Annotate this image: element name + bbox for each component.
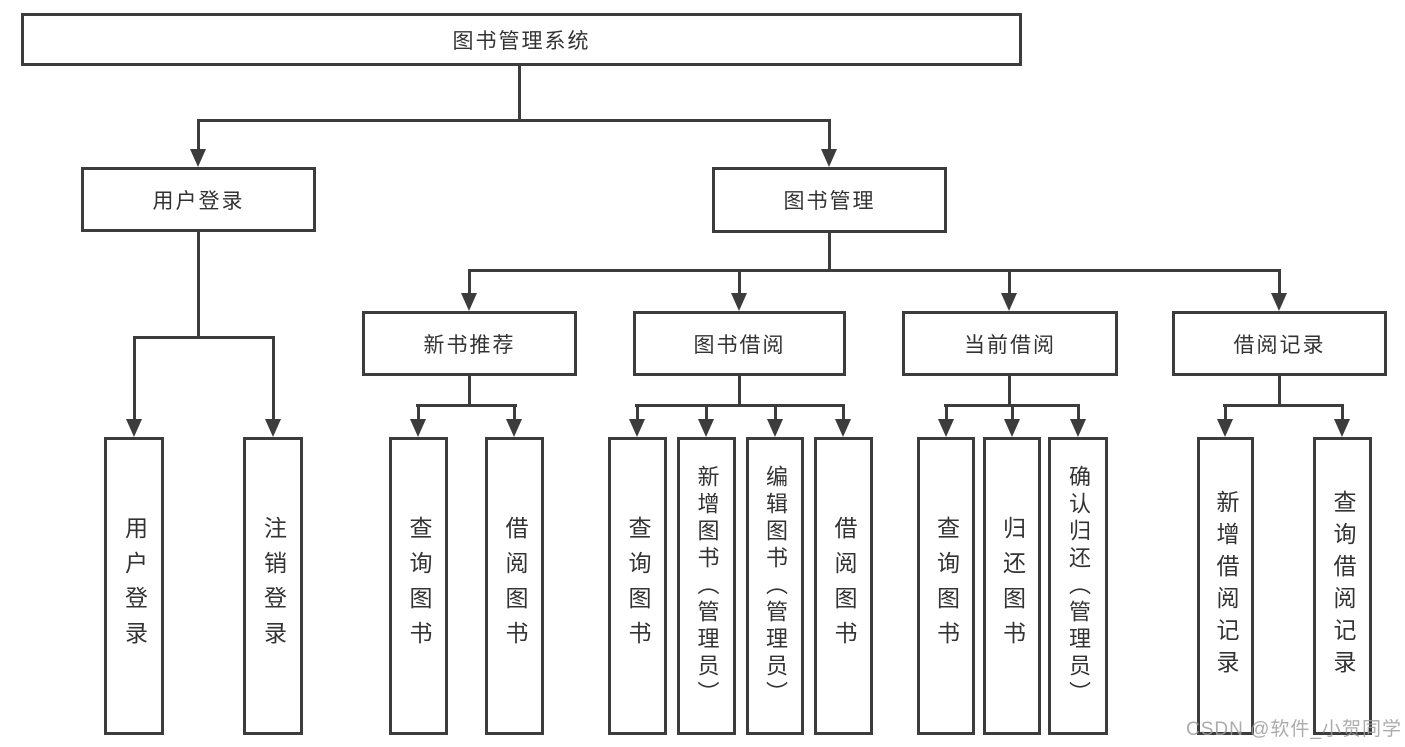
connector-stub xyxy=(468,269,471,295)
connector-stub xyxy=(636,404,639,422)
leaf-add-borrow-record-label: 新增借阅记录 xyxy=(1213,490,1239,682)
leaf-query-borrow-record-label: 查询借阅记录 xyxy=(1330,490,1356,682)
leaf-user-login: 用户登录 xyxy=(104,437,164,735)
leaf-query-books-borrow: 查询图书 xyxy=(608,437,667,735)
connector-stub xyxy=(1224,404,1227,422)
arrow-down-icon xyxy=(629,419,645,437)
connector-stub xyxy=(1008,269,1011,295)
leaf-query-books-current: 查询图书 xyxy=(917,437,975,735)
node-book-borrow-label: 图书借阅 xyxy=(693,333,786,357)
connector-stub xyxy=(1008,376,1011,406)
node-book-management: 图书管理 xyxy=(712,167,947,233)
arrow-down-icon xyxy=(1217,419,1233,437)
leaf-query-books-recommend: 查询图书 xyxy=(389,437,448,735)
connector-distributor-level2 xyxy=(197,119,831,122)
node-current-borrow-label: 当前借阅 xyxy=(964,333,1056,357)
leaf-query-borrow-record: 查询借阅记录 xyxy=(1313,437,1372,735)
connector-stub xyxy=(738,269,741,295)
arrow-down-icon xyxy=(1004,419,1020,437)
connector-stub xyxy=(705,404,708,422)
connector-stub xyxy=(513,404,516,422)
leaf-borrow-books-label: 借阅图书 xyxy=(831,516,857,656)
connector-distributor-bookborrow xyxy=(635,404,845,407)
arrow-down-icon xyxy=(1001,293,1017,311)
leaf-edit-book-admin-label: 编辑图书（管理员） xyxy=(763,464,788,708)
connector-stub xyxy=(842,404,845,422)
connector-stub xyxy=(468,376,471,406)
arrow-down-icon xyxy=(461,293,477,311)
connector-distributor-newbook xyxy=(416,404,517,407)
node-user-login-branch-label: 用户登录 xyxy=(152,189,245,213)
node-book-borrow: 图书借阅 xyxy=(633,311,846,376)
connector-stub xyxy=(828,233,831,271)
connector-stub xyxy=(1278,269,1281,295)
connector-stub xyxy=(738,376,741,406)
connector-distributor-userlogin xyxy=(133,336,275,339)
node-new-book-recommend: 新书推荐 xyxy=(362,311,577,376)
node-borrow-records: 借阅记录 xyxy=(1172,311,1387,376)
arrow-down-icon xyxy=(410,419,426,437)
node-root-label: 图书管理系统 xyxy=(452,29,591,53)
leaf-confirm-return-admin: 确认归还（管理员） xyxy=(1048,437,1108,735)
connector-distributor-level3 xyxy=(468,269,1281,272)
arrow-down-icon xyxy=(190,149,206,167)
connector-stub xyxy=(828,119,831,152)
leaf-return-book-label: 归还图书 xyxy=(999,516,1026,656)
connector-stub xyxy=(197,232,200,336)
connector-trunk xyxy=(518,66,521,119)
arrow-down-icon xyxy=(126,419,142,437)
leaf-edit-book-admin: 编辑图书（管理员） xyxy=(746,437,804,735)
leaf-logout-label: 注销登录 xyxy=(260,516,287,656)
leaf-query-books-recommend-label: 查询图书 xyxy=(406,516,432,656)
connector-stub xyxy=(197,119,200,152)
connector-stub xyxy=(417,404,420,422)
node-root: 图书管理系统 xyxy=(21,13,1022,66)
leaf-borrow-books-recommend: 借阅图书 xyxy=(485,437,544,735)
arrow-down-icon xyxy=(767,419,783,437)
node-current-borrow: 当前借阅 xyxy=(902,311,1118,376)
connector-distributor-records xyxy=(1223,404,1344,407)
arrow-down-icon xyxy=(506,419,522,437)
arrow-down-icon xyxy=(835,419,851,437)
arrow-down-icon xyxy=(1070,419,1086,437)
leaf-borrow-books-recommend-label: 借阅图书 xyxy=(502,516,528,656)
leaf-query-books-borrow-label: 查询图书 xyxy=(625,516,651,656)
leaf-confirm-return-admin-label: 确认归还（管理员） xyxy=(1066,464,1091,708)
leaf-add-book-admin: 新增图书（管理员） xyxy=(677,437,736,735)
connector-stub xyxy=(272,336,275,420)
connector-stub xyxy=(1341,404,1344,422)
node-new-book-recommend-label: 新书推荐 xyxy=(423,333,516,357)
node-borrow-records-label: 借阅记录 xyxy=(1233,333,1326,357)
arrow-down-icon xyxy=(731,293,747,311)
leaf-return-book: 归还图书 xyxy=(983,437,1041,735)
leaf-borrow-books: 借阅图书 xyxy=(814,437,873,735)
arrow-down-icon xyxy=(698,419,714,437)
connector-stub xyxy=(1278,376,1281,406)
connector-stub xyxy=(945,404,948,422)
arrow-down-icon xyxy=(938,419,954,437)
connector-stub xyxy=(1077,404,1080,422)
leaf-add-book-admin-label: 新增图书（管理员） xyxy=(694,464,720,708)
arrow-down-icon xyxy=(1334,419,1350,437)
leaf-logout: 注销登录 xyxy=(243,437,303,735)
node-user-login-branch: 用户登录 xyxy=(81,167,316,232)
arrow-down-icon xyxy=(1271,293,1287,311)
arrow-down-icon xyxy=(265,419,281,437)
connector-stub xyxy=(774,404,777,422)
connector-stub xyxy=(1011,404,1014,422)
leaf-add-borrow-record: 新增借阅记录 xyxy=(1197,437,1254,735)
node-book-management-label: 图书管理 xyxy=(783,190,876,213)
arrow-down-icon xyxy=(821,149,837,167)
leaf-query-books-current-label: 查询图书 xyxy=(933,516,960,656)
connector-stub xyxy=(133,336,136,420)
leaf-user-login-label: 用户登录 xyxy=(121,516,148,656)
